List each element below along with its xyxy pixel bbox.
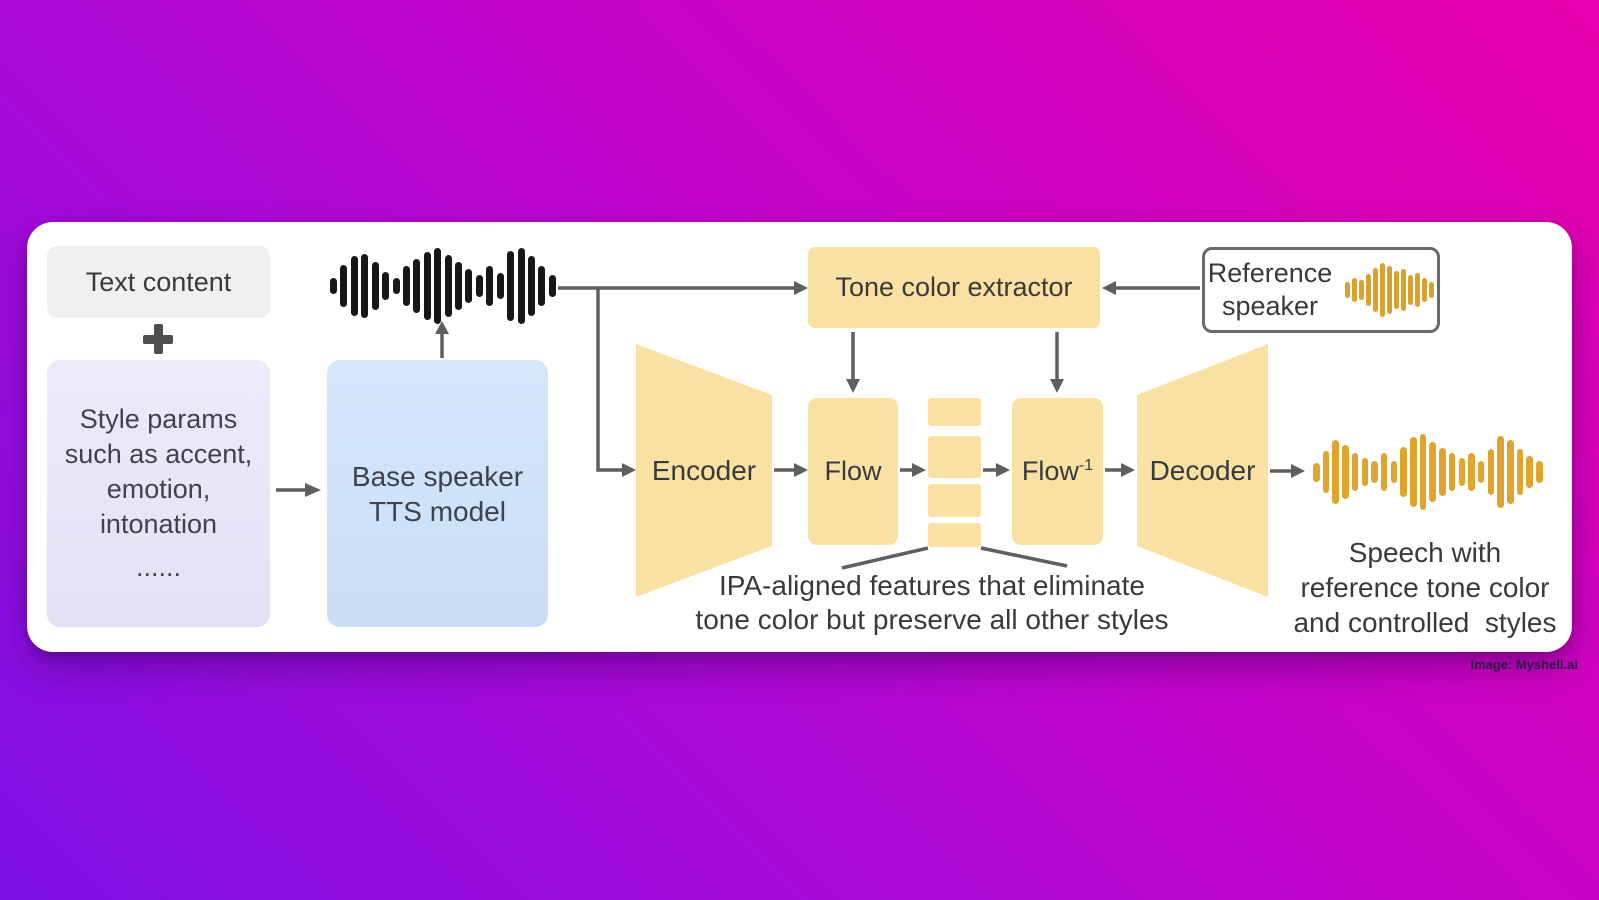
diagram-card: Text content Style params such as accent…	[27, 222, 1572, 652]
arrowhead-decoder-to-output	[1291, 464, 1305, 478]
reference-speaker-node: Reference speaker	[1202, 247, 1440, 333]
output-waveform-icon	[1313, 434, 1543, 510]
ipa-note-caption: IPA-aligned features that eliminate tone…	[695, 570, 1169, 635]
decoder-label: Decoder	[1149, 454, 1256, 486]
input-waveform-icon	[330, 248, 556, 324]
flow-node: Flow	[808, 398, 898, 545]
leader-line-left	[841, 546, 929, 570]
arrowhead-flow-to-features	[912, 463, 926, 477]
image-credit: Image: Myshell.ai	[1470, 657, 1578, 672]
plus-icon	[143, 324, 173, 354]
tone-color-extractor-node: Tone color extractor	[808, 247, 1100, 328]
reference-waveform-icon	[1345, 263, 1435, 317]
arrowhead-flowinv-to-decoder	[1121, 463, 1135, 477]
base-speaker-label: Base speaker TTS model	[351, 460, 524, 527]
feature-block	[928, 436, 981, 478]
flow-inverse-label: Flow-1	[1021, 456, 1094, 486]
arrowhead-style-to-base	[305, 483, 321, 497]
feature-block	[928, 523, 981, 547]
encoder-label: Encoder	[651, 454, 757, 486]
base-speaker-node: Base speaker TTS model	[327, 360, 548, 627]
arrowhead-features-to-flowinv	[996, 463, 1010, 477]
arrowhead-to-extractor	[794, 281, 808, 295]
leader-line-right	[980, 546, 1068, 568]
feature-block	[928, 484, 981, 517]
tone-color-extractor-label: Tone color extractor	[835, 272, 1073, 302]
style-params-node: Style params such as accent, emotion, in…	[47, 360, 270, 627]
arrowhead-extractor-to-flowinv	[1050, 379, 1064, 393]
arrowhead-extractor-to-flow	[846, 379, 860, 393]
line-branch-to-encoder	[596, 288, 622, 472]
feature-block	[928, 398, 981, 426]
flow-label: Flow	[824, 456, 882, 486]
arrowhead-to-encoder	[622, 463, 636, 477]
ellipsis-dots: ......	[135, 552, 181, 582]
style-params-label: Style params such as accent, emotion, in…	[65, 402, 253, 585]
flow-inverse-node: Flow-1	[1012, 398, 1103, 545]
output-speech-caption: Speech with reference tone color and con…	[1293, 537, 1557, 638]
reference-speaker-label: Reference speaker	[1207, 258, 1333, 321]
arrowhead-encoder-to-flow	[794, 463, 808, 477]
arrowhead-reference-to-extractor	[1102, 281, 1116, 295]
text-content-node: Text content	[47, 246, 270, 318]
text-content-label: Text content	[85, 266, 232, 297]
